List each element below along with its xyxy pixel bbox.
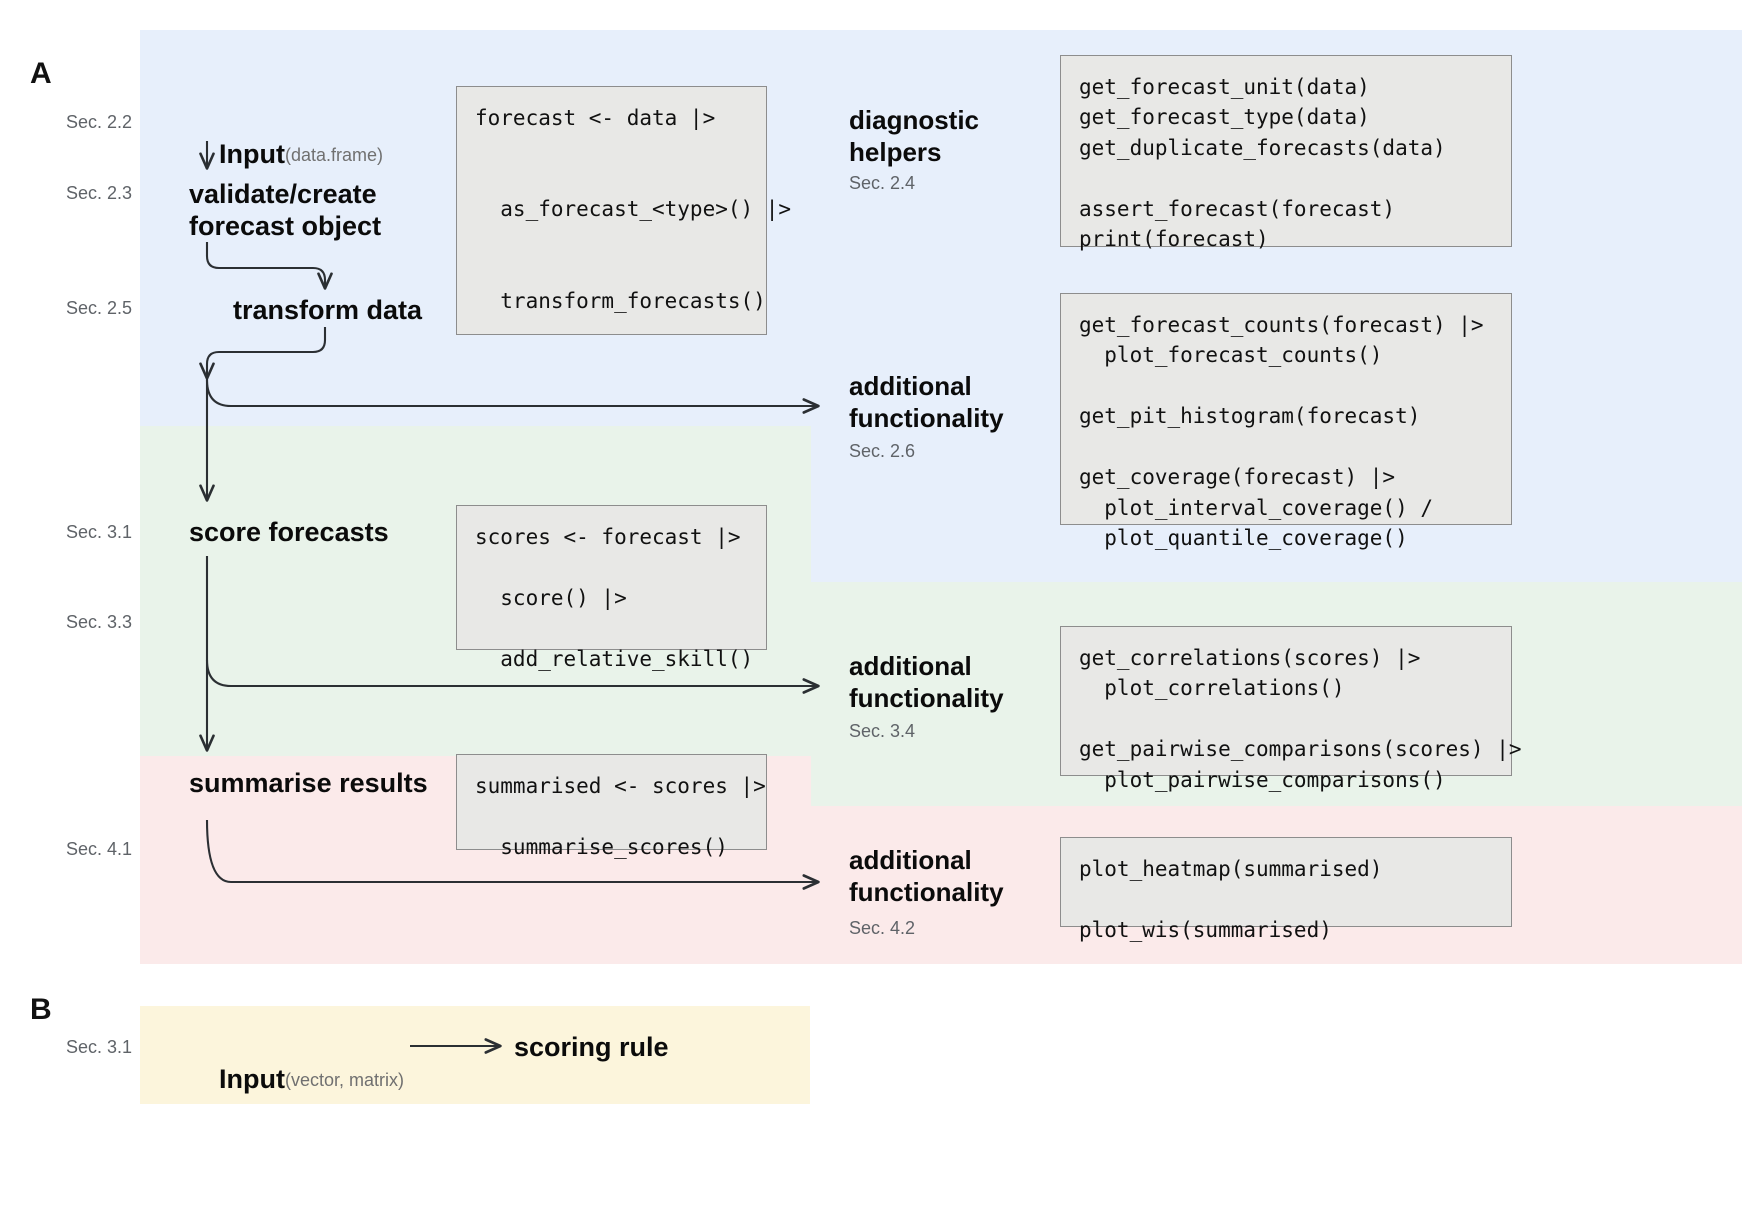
node-input-label: Input <box>219 139 285 170</box>
panel-b-input-label: Input <box>219 1064 285 1095</box>
sec-label-2-2: Sec. 2.2 <box>66 112 133 132</box>
right-sec-4-2: Sec. 4.2 <box>849 918 916 938</box>
panel-b-input: Input(vector, matrix) <box>189 1031 404 1127</box>
panel-b-input-paren: (vector, matrix) <box>285 1070 405 1091</box>
node-score-forecasts: score forecasts <box>189 517 389 547</box>
sec-label-2-5: Sec. 2.5 <box>66 298 133 318</box>
sec-label-b-3-1: Sec. 3.1 <box>66 1037 133 1057</box>
sec-label-2-3: Sec. 2.3 <box>66 183 133 203</box>
right-sec-2-6: Sec. 2.6 <box>849 441 916 461</box>
right-title-diagnostic-helpers: diagnostic helpers <box>849 105 980 167</box>
panel-a-letter: A <box>30 57 52 90</box>
node-input: Input(data.frame) <box>189 106 383 202</box>
right-title-additional-functionality-4-2: additional functionality <box>849 845 1004 907</box>
code-block-summarised: summarised <- scores |> summarise_scores… <box>456 754 767 859</box>
right-sec-2-4: Sec. 2.4 <box>849 173 916 193</box>
node-summarise-results: summarise results <box>189 768 428 798</box>
panel-b-letter: B <box>30 993 52 1026</box>
right-sec-3-4: Sec. 3.4 <box>849 721 916 741</box>
code-block-scores: scores <- forecast |> score() |> add_rel… <box>456 505 767 671</box>
code-block-diagnostic-helpers: get_forecast_unit(data) get_forecast_typ… <box>1060 55 1512 251</box>
node-transform-data: transform data <box>233 295 423 325</box>
band-panel-b-yellow <box>140 1006 810 1104</box>
sec-label-4-1: Sec. 4.1 <box>66 839 133 859</box>
code-block-additional-2-6: get_forecast_counts(forecast) |> plot_fo… <box>1060 293 1512 550</box>
right-title-additional-functionality-3-4: additional functionality <box>849 651 1004 713</box>
right-title-additional-functionality-2-6: additional functionality <box>849 371 1004 433</box>
node-validate: validate/create forecast object <box>189 179 382 242</box>
sec-label-3-1: Sec. 3.1 <box>66 522 133 542</box>
node-input-paren: (data.frame) <box>285 145 384 166</box>
panel-b-scoring-rule: scoring rule <box>514 1032 669 1062</box>
code-block-additional-4-2: plot_heatmap(summarised) plot_wis(summar… <box>1060 837 1512 942</box>
code-block-forecast: forecast <- data |> as_forecast_<type>()… <box>456 86 791 335</box>
sec-label-3-3: Sec. 3.3 <box>66 612 133 632</box>
code-block-additional-3-4: get_correlations(scores) |> plot_correla… <box>1060 626 1522 792</box>
